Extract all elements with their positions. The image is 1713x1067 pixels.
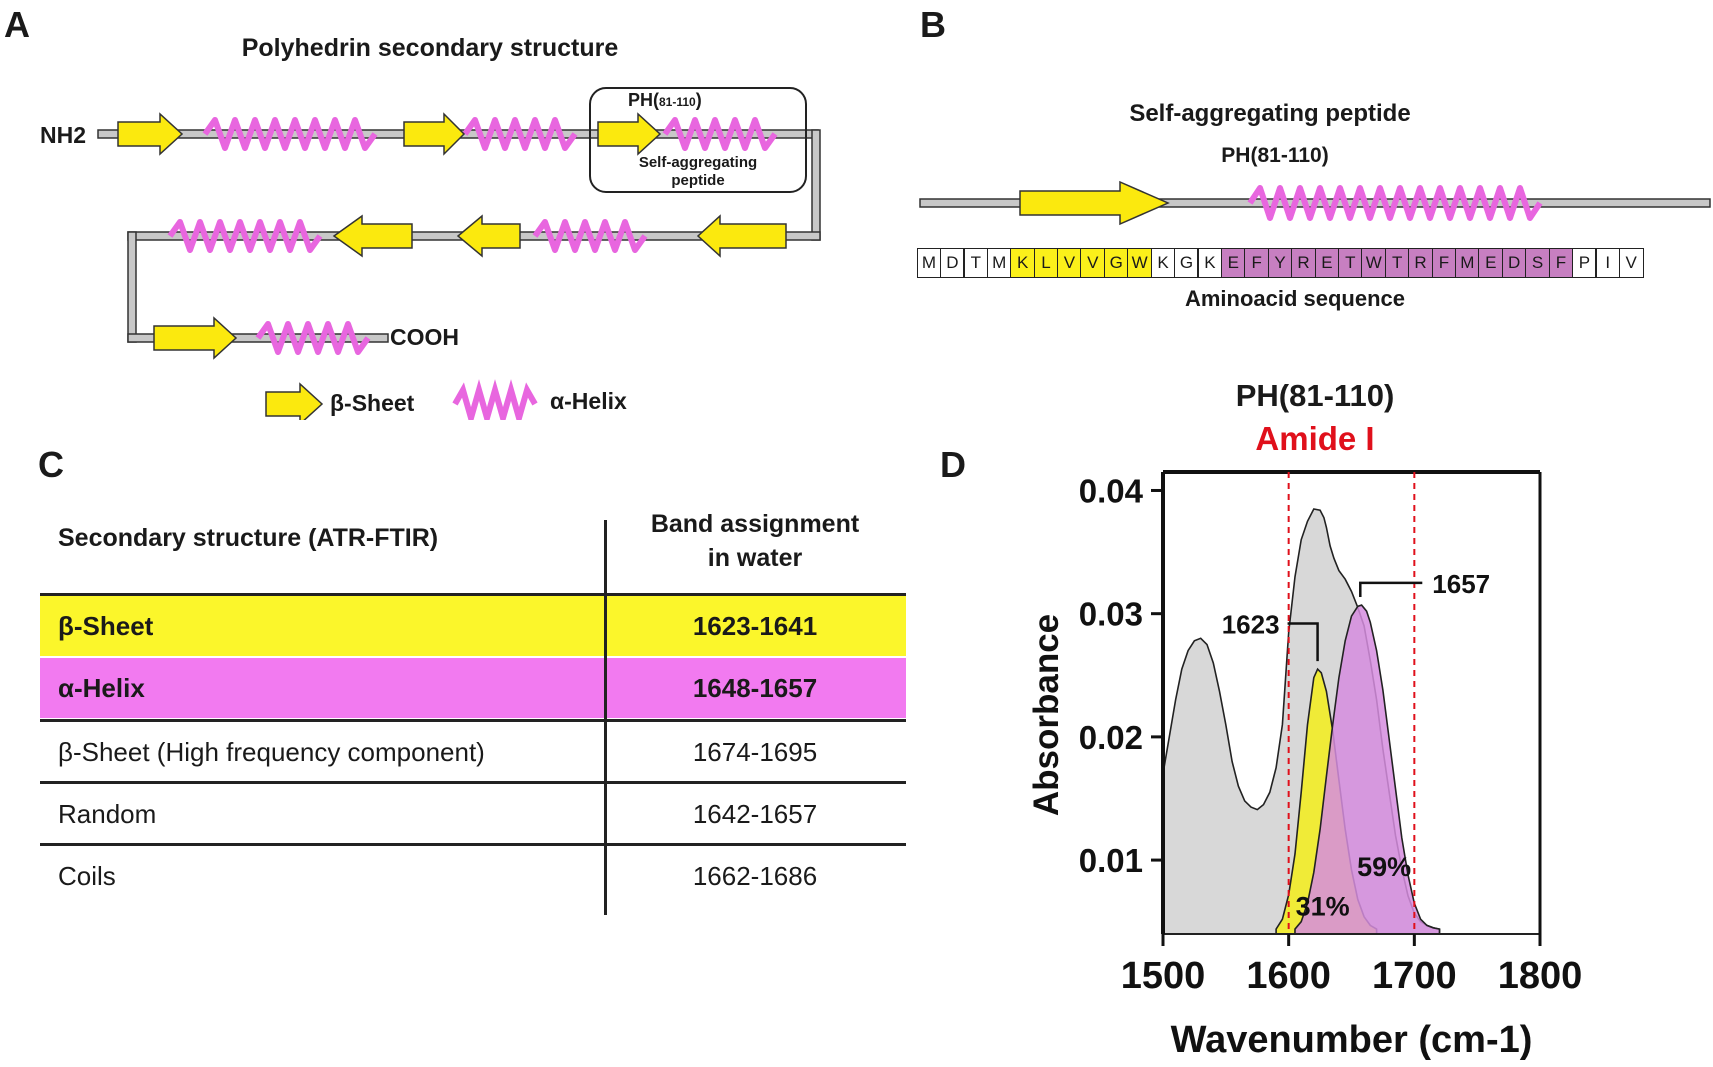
sheet-arrow-4 [696, 214, 787, 258]
peptide-highlight-box [589, 87, 807, 193]
peptide-box-label-1: Self-aggregating [638, 154, 758, 171]
table-row-divider [40, 843, 906, 846]
x-tick-label: 1600 [1246, 955, 1331, 997]
table-cell-structure: α-Helix [58, 672, 145, 703]
table-row: β-Sheet 1623-1641 [40, 596, 906, 656]
helix-segments [167, 117, 778, 355]
sequence-residue: W [1361, 248, 1387, 278]
panel-b-letter: B [920, 4, 946, 45]
c-terminus-label: COOH [390, 324, 459, 350]
sequence-residue: T [1384, 248, 1410, 278]
helix-1 [202, 117, 378, 151]
x-tick-label: 1500 [1121, 955, 1206, 997]
sequence-residue: K [1010, 248, 1036, 278]
table-row-divider [40, 719, 906, 722]
legend-sheet-arrow [265, 382, 324, 420]
table-cell-band: 1642-1657 [692, 798, 818, 829]
sequence-residue: D [1501, 248, 1527, 278]
y-tick-label: 0.01 [1079, 842, 1143, 879]
table-cell-structure: β-Sheet [58, 610, 154, 641]
y-tick-label: 0.03 [1079, 596, 1143, 633]
panel-b-subtitle: PH(81-110) [1221, 144, 1329, 167]
helix-6 [255, 321, 371, 355]
peak-label-1623: 1623 [1222, 610, 1280, 640]
sheet-arrow-7 [153, 316, 238, 360]
helix-4 [167, 219, 323, 253]
table-column-divider [604, 520, 607, 915]
sheet-arrow-2 [403, 112, 466, 156]
y-axis-label: Absorbance [1027, 614, 1066, 816]
legend-helix-label: α-Helix [550, 388, 627, 414]
table-header-divider [40, 593, 906, 596]
sheet-arrow-1 [117, 112, 184, 156]
beta-sheet-percent-label: 31% [1296, 892, 1350, 922]
sequence-residue: S [1525, 248, 1550, 278]
sequence-residue: V [1618, 248, 1644, 278]
chart-subtitle: Amide I [1255, 420, 1375, 457]
table-cell-band: 1674-1695 [692, 736, 818, 767]
panel-c-letter: C [38, 444, 64, 485]
peptide-sheet-arrow [1019, 180, 1170, 226]
table-row: α-Helix 1648-1657 [40, 658, 906, 718]
peak-leader-1623 [1287, 622, 1319, 662]
sequence-residue: T [1337, 248, 1363, 278]
table-row: Coils 1662-1686 [40, 846, 906, 906]
alpha-helix-band-area [1294, 604, 1441, 935]
peptide-box-title-main: PH( [628, 90, 659, 110]
legend [265, 379, 538, 420]
peak-label-1657: 1657 [1432, 569, 1490, 599]
peptide-structure-diagram [919, 180, 1711, 226]
n-terminus-label: NH2 [40, 122, 87, 148]
table-cell-band: 1662-1686 [692, 860, 818, 891]
table-cell-structure: Random [58, 798, 157, 829]
x-axis-label: Wavenumber (cm-1) [1171, 1019, 1533, 1061]
panel-a-title: Polyhedrin secondary structure [241, 34, 619, 62]
sheet-arrow-6 [332, 214, 413, 258]
sequence-caption: Aminoacid sequence [1184, 286, 1406, 311]
sequence-residue: E [1220, 248, 1246, 278]
sequence-residue: V [1057, 248, 1082, 278]
legend-sheet-label: β-Sheet [330, 390, 415, 416]
sheet-arrow-3 [597, 112, 662, 156]
sheet-arrow-5 [456, 214, 521, 258]
peptide-box-title: PH(81-110) [628, 90, 702, 111]
y-tick-label: 0.04 [1079, 472, 1144, 509]
y-tick-label: 0.02 [1079, 719, 1143, 756]
panel-b-title: Self-aggregating peptide [1129, 100, 1411, 127]
sequence-residue: R [1291, 248, 1316, 278]
peptide-helix [1247, 185, 1543, 221]
helix-2 [462, 117, 578, 151]
peptide-box-title-end: ) [695, 90, 702, 110]
sheet-segments [117, 112, 787, 360]
x-tick-label: 1800 [1498, 955, 1583, 997]
table-header-band-1: Band assignment [650, 510, 860, 538]
panel-d-letter: D [940, 444, 966, 485]
polyhedrin-topology-diagram [97, 87, 821, 420]
peak-leader-1657 [1359, 581, 1423, 598]
legend-helix-icon [452, 379, 538, 420]
peptide-box-label-2: peptide [671, 172, 725, 189]
table-row: β-Sheet (High frequency component) 1674-1… [40, 722, 906, 782]
chart-title: PH(81-110) [1235, 378, 1395, 413]
sequence-residue: W [1127, 248, 1153, 278]
table-cell-band: 1648-1657 [692, 672, 818, 703]
table-row-divider [40, 781, 906, 784]
alpha-helix-percent-label: 59% [1357, 852, 1411, 882]
helix-3 [662, 117, 778, 151]
sequence-residue: R [1408, 248, 1433, 278]
table-header-band-2: in water [707, 544, 803, 572]
helix-5 [532, 219, 648, 253]
table-cell-band: 1623-1641 [692, 610, 818, 641]
sequence-residue: F [1244, 248, 1270, 278]
table-cell-structure: Coils [58, 860, 116, 891]
table-cell-structure: β-Sheet (High frequency component) [58, 736, 485, 767]
peptide-box-title-sub: 81-110 [659, 95, 696, 109]
x-tick-label: 1700 [1372, 955, 1457, 997]
table-header-structure: Secondary structure (ATR-FTIR) [58, 524, 439, 552]
sequence-residue: F [1548, 248, 1574, 278]
panel-a-letter: A [4, 4, 30, 45]
table-row: Random 1642-1657 [40, 784, 906, 844]
